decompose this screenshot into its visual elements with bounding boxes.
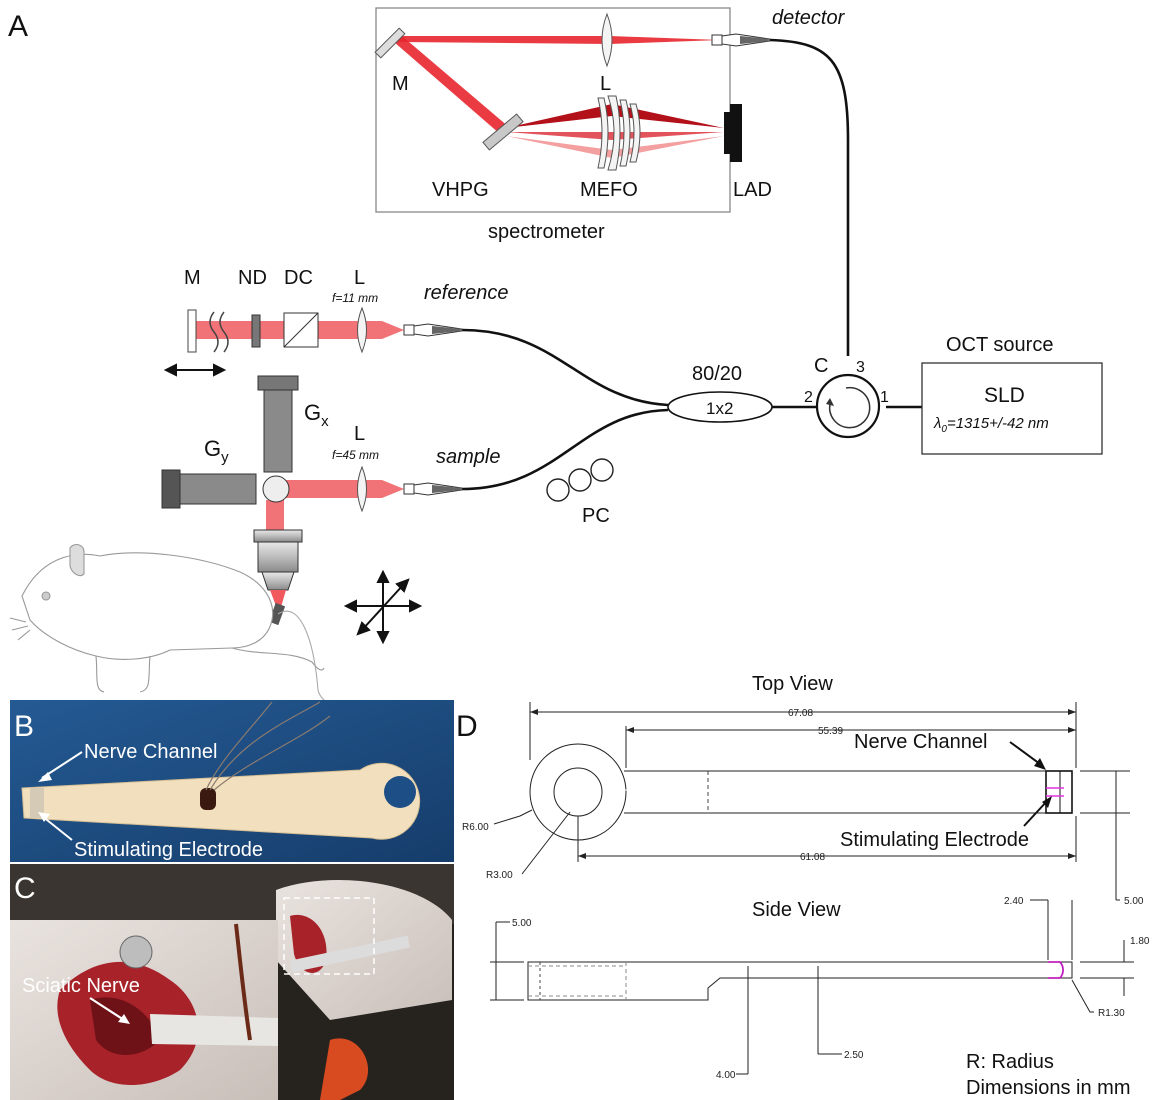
ref-mirror-label: M [184,267,201,289]
gy-label-main: G [204,436,221,461]
coupler-ratio: 80/20 [692,363,742,385]
translation-arrow [166,365,224,375]
coupler-type: 1x2 [706,399,733,418]
galvo-y-body [180,474,256,504]
oct-source: OCT source SLD λ0=1315+/-42 nm [922,334,1102,454]
panel-label-b: B [14,710,34,743]
sample-lens [358,467,367,511]
dc-label: DC [284,267,313,289]
xyz-stage-arrows [346,572,420,642]
reference-label: reference [424,282,509,304]
beam-spec-diag [394,36,510,134]
circulator-label: C [814,355,828,377]
dim-67-08: 67.08 [788,708,813,719]
ref-focal: f=11 mm [332,291,378,305]
dim-2-50: 2.50 [844,1050,864,1061]
spec-lens [602,14,612,66]
circ-port-1: 1 [880,389,889,406]
drawing-stim-electrode: Stimulating Electrode [840,829,1029,851]
circulator: C 1 2 3 [804,355,889,437]
nd-filter [252,315,260,347]
photo-b-nerve-channel: Nerve Channel [84,741,217,763]
polarization-controller [547,459,613,501]
source-title: OCT source [946,334,1053,356]
dim-1-80: 1.80 [1130,936,1150,947]
line-array-detector [724,104,742,162]
side-channel-hook [1048,962,1063,978]
fiber-coupler: 1x2 80/20 [668,363,772,422]
sample-beam [284,480,382,498]
dim-4-00: 4.00 [716,1070,736,1081]
ref-lens [358,308,367,352]
dim-r6: R6.00 [462,822,489,833]
panel-label-c: C [14,872,36,905]
dim-r3: R3.00 [486,870,513,881]
gx-label-main: G [304,400,321,425]
detector-connector [712,35,722,45]
sample-lens-label: L [354,423,365,445]
circ-port-3: 3 [856,359,865,376]
pc-label: PC [582,505,610,527]
dim-5-00-side: 5.00 [512,918,532,929]
gx-label: Gx [304,400,329,430]
sample-beam-down [266,500,284,530]
photo-b: B Nerve Channel Stimulating Electrode [10,700,454,862]
dim-55-39: 55.39 [818,726,843,737]
source-name: SLD [984,384,1025,407]
electrode-blob [200,788,216,810]
source-lambda-value: =1315+/-42 nm [947,415,1049,432]
dim-5-00-top: 5.00 [1124,896,1144,907]
beam-spec-top [398,36,720,44]
nerve-channel-slot [1046,771,1072,813]
sample-label: sample [436,446,500,468]
ref-connector [404,325,414,335]
ref-lens-label: L [354,267,365,289]
inset-cuff [150,1014,278,1046]
photo-c-sciatic: Sciatic Nerve [22,975,140,997]
side-view-title: Side View [752,899,841,921]
circ-port-2: 2 [804,389,813,406]
legend-units: Dimensions in mm [966,1077,1130,1099]
fiber-reference [462,330,668,405]
photo-b-stim-electrode: Stimulating Electrode [74,839,263,861]
nd-label: ND [238,267,267,289]
galvo-x-body [264,390,292,472]
panel-label-d: D [456,710,478,743]
fiber-detector [770,40,848,356]
mefo-label: MEFO [580,179,638,201]
dim-r1-30: R1.30 [1098,1008,1125,1019]
ring-inner [554,768,602,816]
side-body [528,962,1072,1000]
gy-label: Gy [204,436,229,466]
spectrometer: M L VHPG MEFO LAD spectrometer detector [375,7,845,243]
dim-2-40: 2.40 [1004,896,1024,907]
spectrometer-title: spectrometer [488,221,605,243]
panel-label-a: A [8,10,28,43]
galvo-mirror [263,476,289,502]
detector-label: detector [772,7,846,29]
reference-arm: M ND DC L f=11 mm reference [166,267,509,375]
drawing-d: D Top View 67.08 55.39 61.08 5.00 R [456,673,1150,1099]
photo-c: C Sciatic Nerve [10,864,454,1100]
vhpg-label: VHPG [432,179,489,201]
source-lambda: λ [933,415,941,432]
sample-focal: f=45 mm [332,448,379,462]
sample-connector [404,484,414,494]
lad-label: LAD [733,179,772,201]
ref-mirror [188,310,196,352]
drawing-nerve-channel: Nerve Channel [854,731,987,753]
dim-61-08: 61.08 [800,852,825,863]
gy-label-sub: y [221,449,229,466]
dispersion-compensator [284,313,318,347]
gx-label-sub: x [321,413,329,430]
spec-mirror-label: M [392,73,409,95]
spec-lens-label: L [600,73,611,95]
top-view-title: Top View [752,673,833,695]
legend-radius: R: Radius [966,1051,1054,1073]
